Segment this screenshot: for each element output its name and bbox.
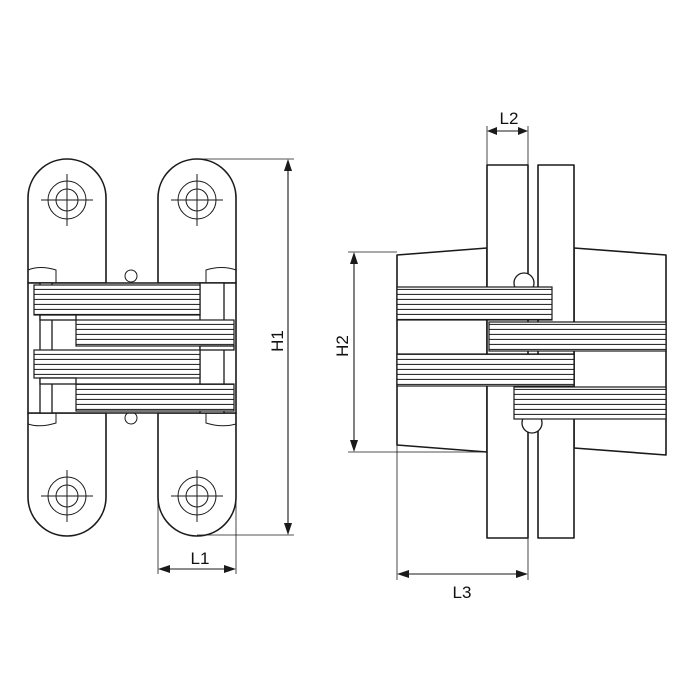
arm-bar-2 <box>488 321 667 352</box>
link-bar-1 <box>33 284 201 316</box>
front-view: H1 L1 <box>27 158 294 574</box>
right-lower-leaf-notch <box>205 413 237 427</box>
link-bar-4 <box>75 383 235 412</box>
arm-bar-1 <box>396 286 553 321</box>
spacer-3 <box>39 377 77 385</box>
arm-bar-4 <box>513 386 667 420</box>
left-upper-leaf-notch <box>27 267 57 283</box>
dimension-l3: L3 <box>396 445 529 602</box>
screw-hole-top-right <box>171 174 223 226</box>
spacer-1 <box>39 314 77 321</box>
side-view: L2 H2 L3 <box>333 109 667 602</box>
screw-hole-bottom-left <box>41 470 93 522</box>
left-lower-leaf-notch <box>27 413 57 427</box>
l3-label: L3 <box>453 583 472 602</box>
link-bar-2 <box>75 319 235 347</box>
h2-label: H2 <box>333 335 352 357</box>
l1-label: L1 <box>191 549 210 568</box>
dimension-h1: H1 <box>197 158 294 536</box>
right-upper-leaf-notch <box>205 267 237 283</box>
dimension-h2: H2 <box>333 251 487 453</box>
link-bar-3 <box>33 349 201 379</box>
screw-hole-bottom-right <box>171 470 223 522</box>
arm-bar-3 <box>396 353 575 387</box>
l2-label: L2 <box>500 109 519 128</box>
spacer-2 <box>199 345 235 351</box>
left-housing <box>396 247 488 453</box>
upper-pin-circle <box>124 269 138 283</box>
h1-label: H1 <box>268 330 287 352</box>
screw-hole-top-left <box>41 174 93 226</box>
dimension-l2: L2 <box>486 109 529 165</box>
dimension-l1: L1 <box>157 497 237 574</box>
